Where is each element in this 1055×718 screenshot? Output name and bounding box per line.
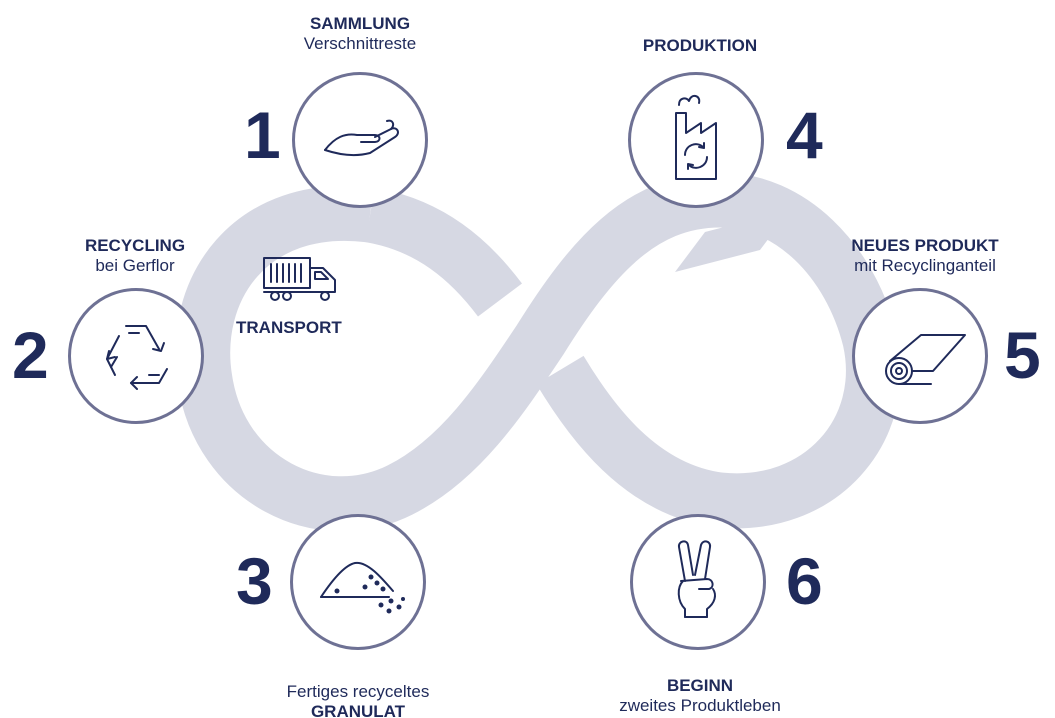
step-3-caption: Fertiges recyceltes GRANULAT	[268, 682, 448, 718]
step-5-subtitle: mit Recyclinganteil	[854, 256, 996, 275]
step-5-caption: NEUES PRODUKT mit Recyclinganteil	[830, 236, 1020, 276]
step-1-title: SAMMLUNG	[309, 14, 411, 33]
step-2-title: RECYCLING	[84, 236, 186, 255]
step-1-subtitle: Verschnittreste	[303, 34, 417, 53]
step-5-title: NEUES PRODUKT	[851, 236, 999, 255]
step-2-subtitle: bei Gerflor	[95, 256, 175, 275]
infinity-loop-upper-left	[364, 187, 522, 317]
step-4-title: PRODUKTION	[642, 36, 758, 55]
step-4-circle	[628, 72, 764, 208]
step-6-circle	[630, 514, 766, 650]
granulate-pile-icon	[320, 561, 405, 614]
factory-icon	[675, 95, 717, 180]
step-5-number: 5	[1004, 318, 1041, 392]
step-6-title: BEGINN	[666, 676, 734, 695]
step-3-number: 3	[236, 544, 273, 618]
step-2-number: 2	[12, 318, 49, 392]
step-4-caption: PRODUKTION	[610, 36, 790, 56]
step-6-caption: BEGINN zweites Produktleben	[600, 676, 800, 716]
hand-icon	[324, 119, 399, 157]
step-2-caption: RECYCLING bei Gerflor	[50, 236, 220, 276]
step-1-caption: SAMMLUNG Verschnittreste	[270, 14, 450, 54]
step-1-number: 1	[244, 98, 281, 172]
recycle-icon	[106, 325, 168, 390]
truck-icon	[263, 257, 336, 301]
infinity-loop-band	[175, 172, 901, 532]
step-3-circle	[290, 514, 426, 650]
step-5-circle	[852, 288, 988, 424]
loop-arrowhead	[675, 210, 790, 272]
step-4-number: 4	[786, 98, 823, 172]
step-3-subtitle: Fertiges recyceltes	[286, 682, 430, 701]
step-1-circle	[292, 72, 428, 208]
floor-roll-icon	[885, 334, 966, 385]
victory-hand-icon	[677, 540, 716, 618]
step-6-number: 6	[786, 544, 823, 618]
step-3-title: GRANULAT	[310, 702, 406, 718]
transport-label: TRANSPORT	[236, 318, 342, 337]
step-2-circle	[68, 288, 204, 424]
step-6-subtitle: zweites Produktleben	[619, 696, 781, 715]
